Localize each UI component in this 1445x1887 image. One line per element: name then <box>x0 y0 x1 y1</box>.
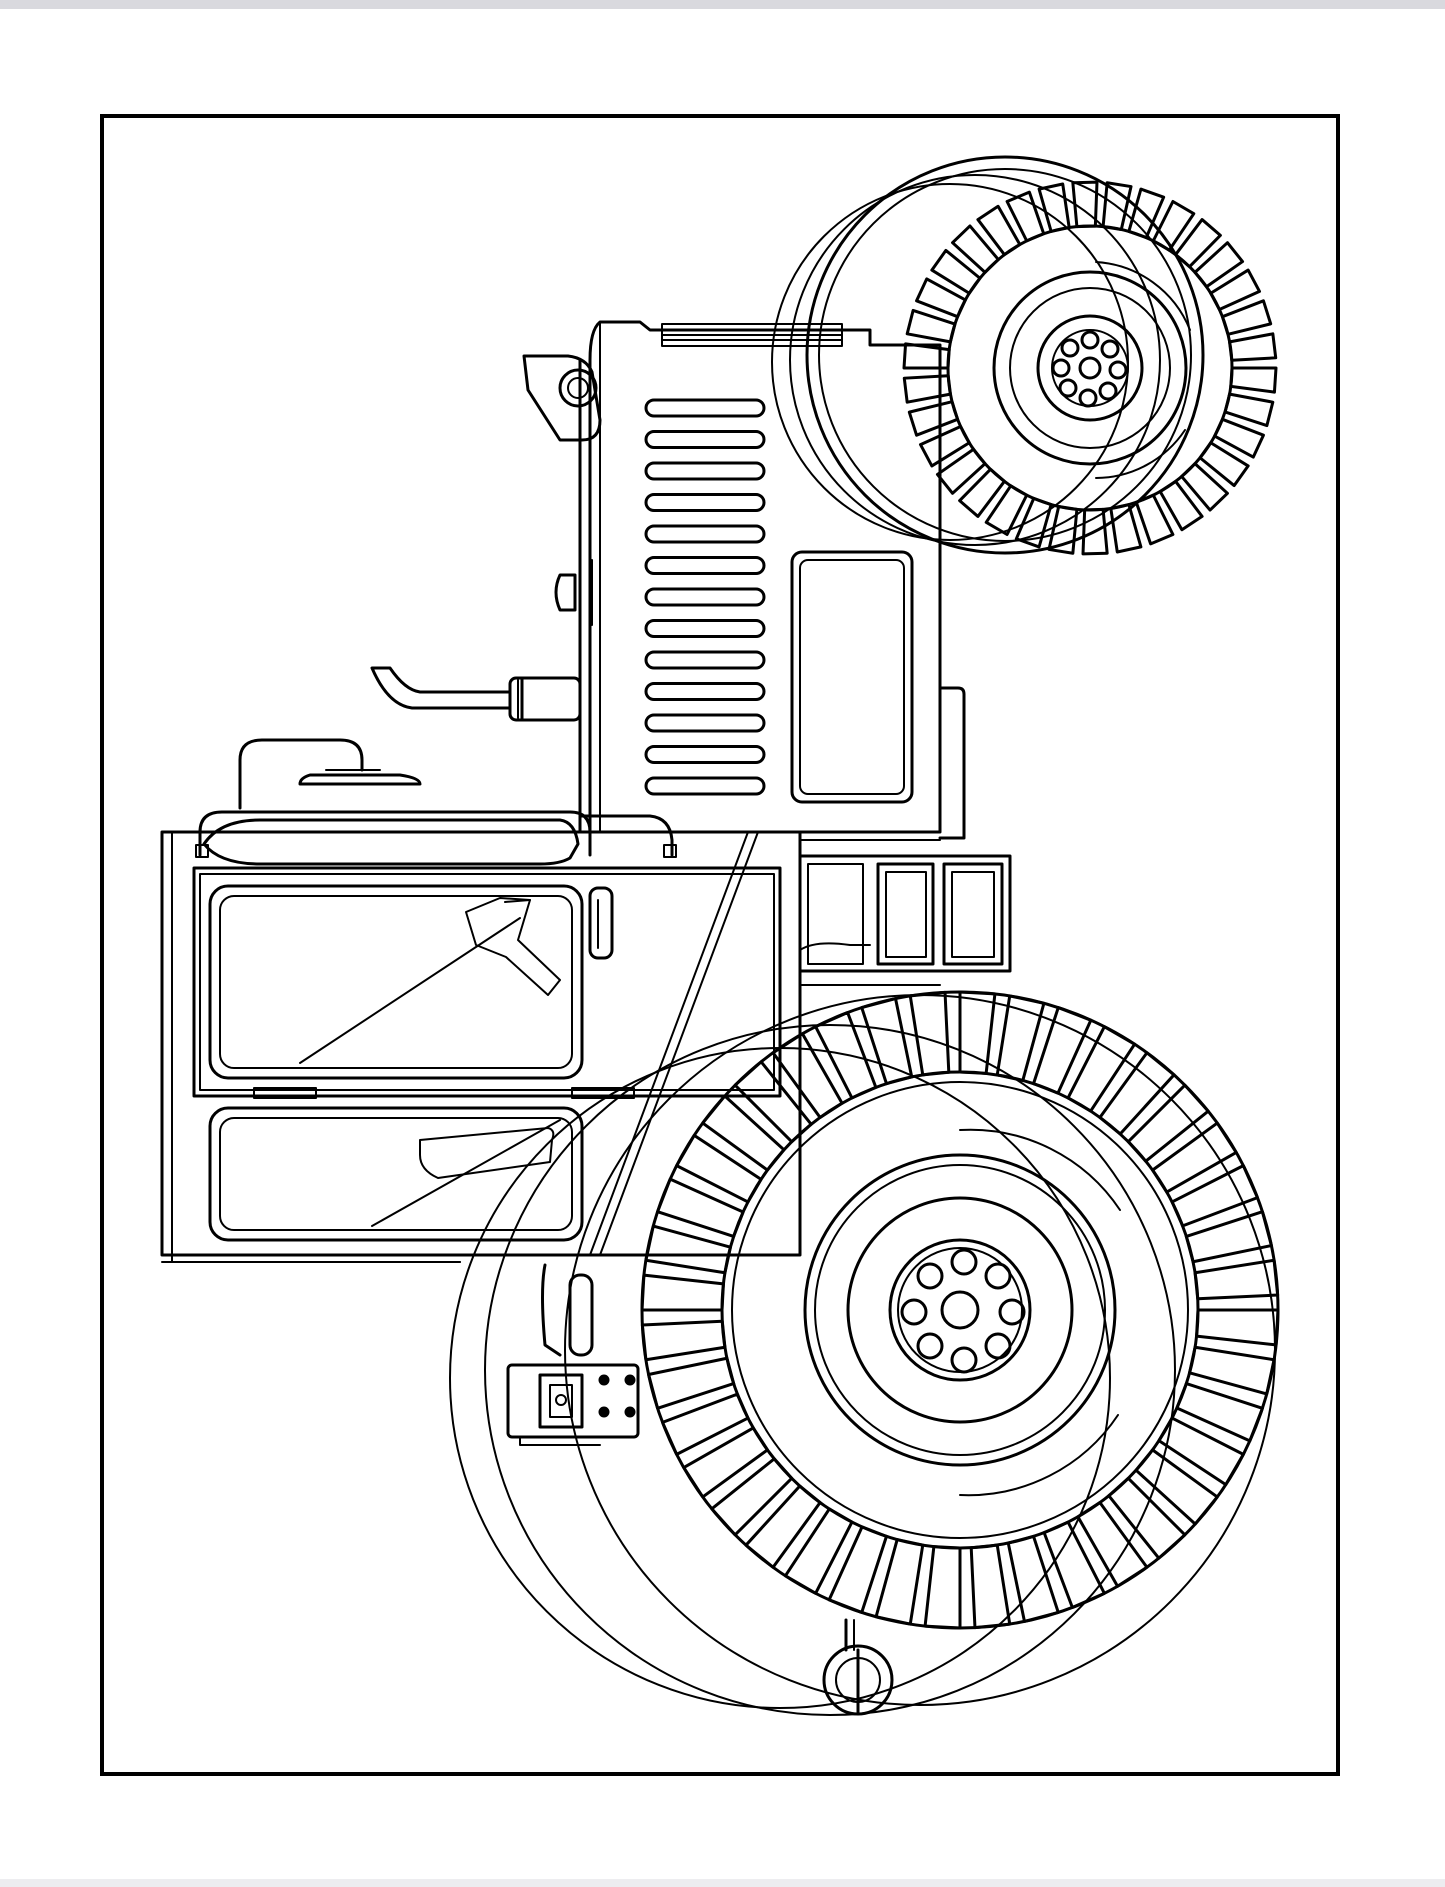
tread-lug <box>827 1525 888 1614</box>
tread-lug <box>783 1507 854 1595</box>
tread-lug <box>644 1224 732 1275</box>
tread-lug <box>1223 392 1275 428</box>
cab-roof <box>195 738 677 866</box>
tread-lug <box>656 1177 745 1238</box>
tread-lug <box>874 1538 925 1626</box>
tread-lug <box>710 1457 794 1537</box>
engine-hood <box>522 320 966 840</box>
tread-lug <box>1134 1448 1219 1526</box>
tread-lug <box>682 1426 769 1499</box>
tread-lug <box>701 1094 786 1172</box>
cab-body <box>160 830 802 1263</box>
tread-lug <box>1032 1006 1093 1095</box>
tread-lug <box>1229 366 1278 394</box>
tread-lug <box>958 990 997 1075</box>
rear-wheel-hub <box>900 1248 1026 1374</box>
hood-vent <box>644 650 766 670</box>
tread-lug <box>1037 182 1071 233</box>
coloring-page-frame <box>100 114 1340 1776</box>
rear-wheel <box>449 990 1280 1716</box>
upper-wheel <box>771 155 1278 556</box>
tread-lug <box>1195 1308 1280 1347</box>
tread-lug <box>771 1032 844 1119</box>
hitch <box>822 1618 894 1716</box>
tread-lug <box>1175 1382 1264 1443</box>
hood-vent <box>644 556 766 575</box>
hood-vent <box>644 776 766 796</box>
tread-lug <box>640 1273 725 1312</box>
hood-vent <box>644 713 766 733</box>
hood-vent <box>644 745 766 764</box>
hood-vent <box>644 493 766 512</box>
tread-lug <box>902 342 951 370</box>
hood-vent <box>644 398 766 418</box>
cab-steps <box>798 839 1012 986</box>
tread-lug <box>908 990 951 1077</box>
upper-wheel-hub <box>1051 330 1128 408</box>
tread-lug <box>1066 1025 1137 1113</box>
tread-lug <box>1188 1345 1276 1396</box>
tread-lug <box>1098 1051 1176 1136</box>
viewer-bottom-strip <box>0 1879 1445 1887</box>
tread-lug <box>969 1543 1012 1630</box>
hood-vent <box>644 430 766 449</box>
tread-lug <box>905 308 957 344</box>
tread-lug <box>923 1545 962 1630</box>
front-axle <box>506 1263 640 1446</box>
hood-vent <box>644 461 766 481</box>
tread-lug <box>1076 1501 1149 1588</box>
tread-lug <box>1228 332 1278 362</box>
tread-lug <box>640 1319 727 1362</box>
tread-lug <box>902 374 952 404</box>
tread-lug <box>675 1133 763 1204</box>
tread-lug <box>1151 1121 1238 1194</box>
tread-lug <box>1107 1476 1187 1560</box>
tread-lug <box>744 1484 822 1569</box>
exhaust-pipe <box>370 666 582 722</box>
viewer-top-strip <box>0 0 1445 9</box>
hood-vent <box>644 682 766 701</box>
hood-vent <box>644 587 766 607</box>
tread-lug <box>1157 1416 1245 1487</box>
hood-vent <box>644 619 766 638</box>
hood-vent <box>644 524 766 544</box>
